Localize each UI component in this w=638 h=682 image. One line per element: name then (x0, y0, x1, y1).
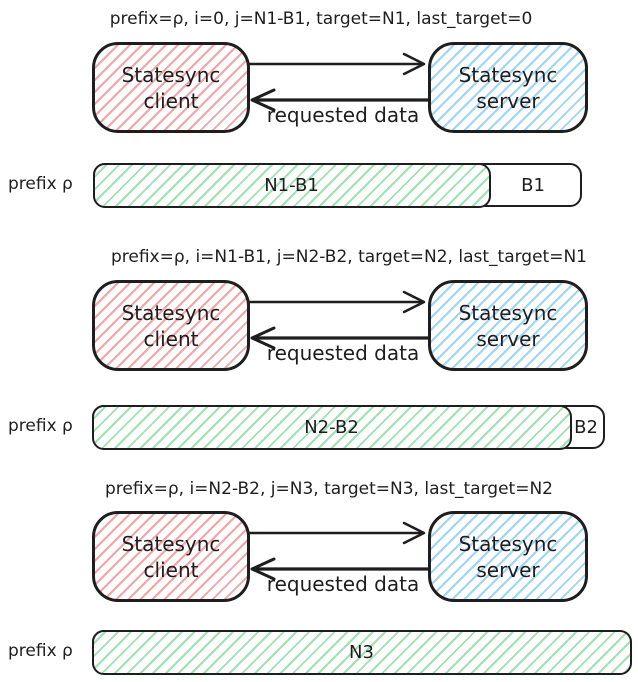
sync-progress-bar: N2-B2 B2 (91, 404, 605, 450)
message-arrows (248, 52, 430, 112)
statesync-client-label: Statesync client (121, 531, 221, 582)
section-1-title: prefix=ρ, i=0, j=N1-B1, target=N1, last_… (109, 9, 533, 29)
remaining-segment: B2 (570, 407, 602, 447)
prefix-rho-label: prefix ρ (8, 174, 73, 194)
prefix-rho-label: prefix ρ (8, 641, 73, 661)
response-arrow-label: requested data (266, 103, 420, 127)
synced-segment: N2-B2 (91, 404, 572, 450)
message-arrows (248, 290, 430, 350)
statesync-client-box: Statesync client (92, 511, 250, 602)
response-arrow-label: requested data (266, 572, 420, 596)
statesync-server-box: Statesync server (428, 42, 588, 133)
statesync-server-label: Statesync server (458, 531, 558, 582)
statesync-server-box: Statesync server (428, 511, 588, 602)
synced-segment-label: N3 (349, 641, 374, 663)
statesync-client-label: Statesync client (121, 62, 221, 113)
statesync-client-box: Statesync client (92, 42, 250, 133)
section-3-title: prefix=ρ, i=N2-B2, j=N3, target=N3, last… (104, 479, 553, 499)
sync-progress-bar: N1-B1 B1 (92, 162, 582, 208)
response-arrow (250, 88, 430, 112)
statesync-client-box: Statesync client (92, 280, 250, 371)
remaining-segment-label: B2 (574, 416, 598, 438)
remaining-segment: B1 (489, 165, 577, 205)
request-arrow (248, 521, 426, 545)
statesync-server-label: Statesync server (458, 62, 558, 113)
synced-segment-label: N2-B2 (304, 416, 359, 438)
prefix-rho-label: prefix ρ (8, 416, 73, 436)
synced-segment: N1-B1 (92, 162, 491, 208)
section-2-title: prefix=ρ, i=N1-B1, j=N2-B2, target=N2, l… (110, 247, 587, 267)
statesync-server-box: Statesync server (428, 280, 588, 371)
message-arrows (248, 521, 430, 581)
synced-segment: N3 (91, 629, 632, 675)
sync-progress-bar: N3 (91, 629, 632, 675)
remaining-segment-label: B1 (521, 174, 545, 196)
synced-segment-label: N1-B1 (264, 174, 319, 196)
response-arrow (250, 326, 430, 350)
request-arrow (248, 52, 426, 76)
response-arrow (250, 557, 430, 581)
statesync-server-label: Statesync server (458, 300, 558, 351)
response-arrow-label: requested data (266, 341, 420, 365)
statesync-client-label: Statesync client (121, 300, 221, 351)
request-arrow (248, 290, 426, 314)
